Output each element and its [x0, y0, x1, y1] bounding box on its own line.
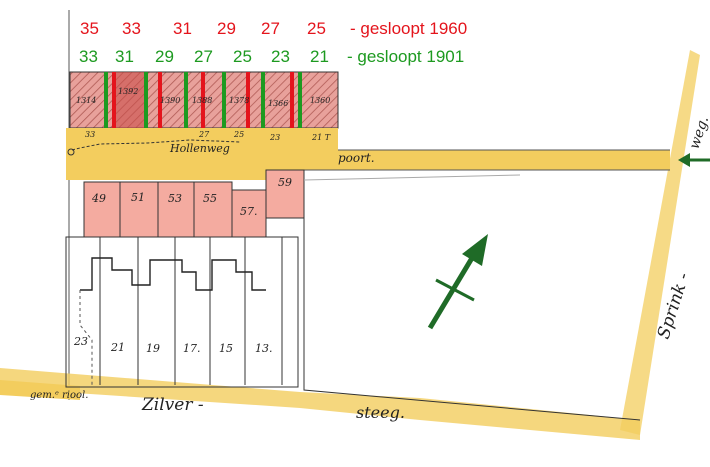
- demolished-house-33: [112, 72, 144, 128]
- legend-red-number: 29: [217, 19, 236, 38]
- parcel-code: 1360: [310, 96, 330, 105]
- sewer-line: [71, 139, 241, 151]
- house-59: [265, 169, 305, 219]
- top-row-number: 21 T: [311, 133, 331, 142]
- top-row-number: 23: [269, 133, 280, 142]
- legend-green-number: 33: [79, 47, 98, 66]
- middle-row-number: 55: [203, 192, 217, 205]
- parcel-code: 1388: [192, 96, 212, 105]
- open-parcel-outline: [303, 180, 641, 421]
- middle-row-number: 57.: [240, 205, 258, 218]
- street-label-courtyard: Hollenweg: [169, 142, 230, 155]
- parcel-code: 1366: [268, 99, 288, 108]
- legend-green-number: 31: [115, 47, 134, 66]
- zilversteeg-road: [0, 368, 640, 440]
- street-label-zilver: Zilver -: [141, 395, 204, 415]
- legend-red-number: 35: [80, 19, 99, 38]
- top-row-number: 33: [85, 130, 95, 139]
- gemstriool-strip: [0, 380, 80, 400]
- legend-red-number: 25: [307, 19, 326, 38]
- house-55: [193, 181, 233, 238]
- bottom-row-outline: [65, 236, 299, 388]
- entrance-arrow-icon: [678, 153, 710, 167]
- street-label-poort: poort.: [338, 151, 375, 165]
- legend-red-number: 33: [122, 19, 141, 38]
- street-label-steeg: steeg.: [356, 403, 405, 422]
- parcel-code: 1390: [160, 96, 180, 105]
- parcel-code: 1378: [229, 96, 249, 105]
- legend-green-number: 23: [271, 47, 290, 66]
- legend-red-label: - gesloopt 1960: [350, 19, 468, 38]
- top-row-number: 25: [233, 130, 244, 139]
- legend-green-number: 27: [194, 47, 213, 66]
- bottom-row-number: 21: [110, 341, 125, 354]
- bottom-row-number: 17.: [183, 342, 201, 355]
- middle-row-number: 59: [278, 176, 292, 189]
- legend-green-number: 29: [155, 47, 174, 66]
- well-marker: [67, 148, 75, 156]
- house-49: [83, 181, 121, 238]
- red-markers: [112, 72, 294, 128]
- house-57: [231, 189, 267, 238]
- open-parcel-top: [303, 174, 521, 181]
- street-label-gemstriool: gem.ᵉ riool.: [30, 390, 88, 401]
- house-53: [157, 181, 195, 238]
- middle-row-number: 51: [131, 191, 145, 204]
- bottom-row-number: 13.: [255, 342, 273, 355]
- green-markers: [104, 72, 302, 128]
- top-row-number: 27: [198, 130, 210, 139]
- bottom-row-number: 19: [146, 342, 160, 355]
- north-arrow-icon: [427, 234, 488, 330]
- bottom-row-number: 23: [73, 335, 88, 348]
- legend-green-number: 21: [310, 47, 329, 66]
- bottom-row-number: 15: [219, 342, 233, 355]
- street-label-weg: weg.: [687, 114, 710, 151]
- parcel-code: 1314: [76, 96, 96, 105]
- legend-green-number: 25: [233, 47, 252, 66]
- legend-red-number: 31: [173, 19, 192, 38]
- middle-row-number: 53: [168, 192, 182, 205]
- legend-green-label: - gesloopt 1901: [347, 47, 465, 66]
- legend-red-number: 27: [261, 19, 280, 38]
- dashed-boundary: [79, 290, 93, 385]
- middle-row-number: 49: [91, 192, 106, 205]
- sprinkweg-road: [620, 50, 700, 435]
- interior-walls: [80, 257, 266, 291]
- parcel-code: 1392: [118, 87, 138, 96]
